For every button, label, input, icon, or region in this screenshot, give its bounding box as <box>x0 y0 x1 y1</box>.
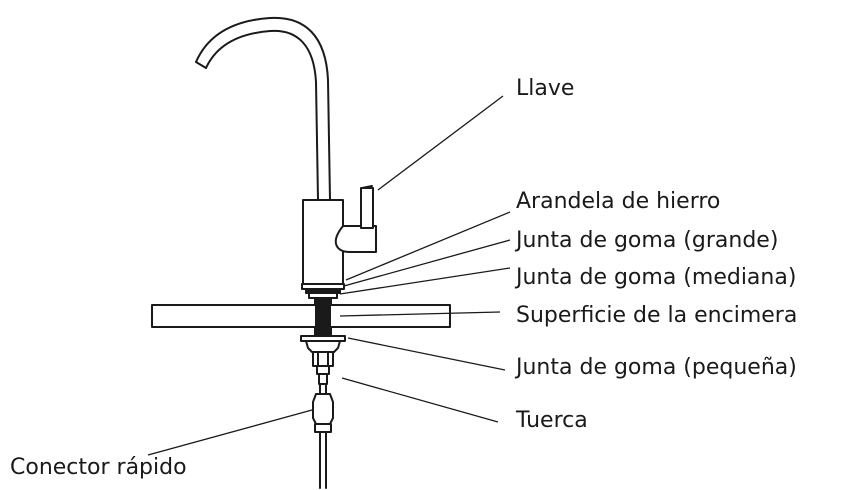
lever-cap <box>361 185 373 189</box>
label-junta-mediana: Junta de goma (mediana) <box>516 265 797 290</box>
label-superficie-encimera: Superficie de la encimera <box>516 303 798 328</box>
leader-conector <box>147 409 313 456</box>
spout-tip <box>195 61 207 69</box>
label-arandela-hierro: Arandela de hierro <box>516 189 721 214</box>
label-junta-grande: Junta de goma (grande) <box>516 228 779 253</box>
label-llave: Llave <box>516 76 575 101</box>
label-conector-rapido: Conector rápido <box>10 455 187 480</box>
leader-tuerca <box>341 377 499 423</box>
leader-arandela <box>345 211 511 281</box>
label-junta-pequena: Junta de goma (pequeña) <box>516 355 797 380</box>
tube-fitting <box>316 365 330 375</box>
spout-gooseneck-inner <box>205 29 319 201</box>
leader-junta-grande <box>343 239 511 287</box>
handle-block <box>334 225 377 253</box>
nut-lower <box>312 351 334 367</box>
threaded-shank-through <box>315 305 331 327</box>
spout-gooseneck <box>195 16 331 201</box>
leader-superficie <box>339 311 501 317</box>
leader-llave <box>377 95 504 191</box>
lever-handle <box>360 187 374 229</box>
quick-connector-collar <box>314 423 332 433</box>
quick-connector <box>312 393 334 425</box>
leader-junta-mediana <box>339 267 511 295</box>
nut <box>305 340 341 353</box>
label-tuerca: Tuerca <box>516 408 588 433</box>
tube-fitting-end <box>318 373 328 385</box>
countertop-surface <box>151 304 451 328</box>
leader-junta-pequena <box>347 337 506 371</box>
